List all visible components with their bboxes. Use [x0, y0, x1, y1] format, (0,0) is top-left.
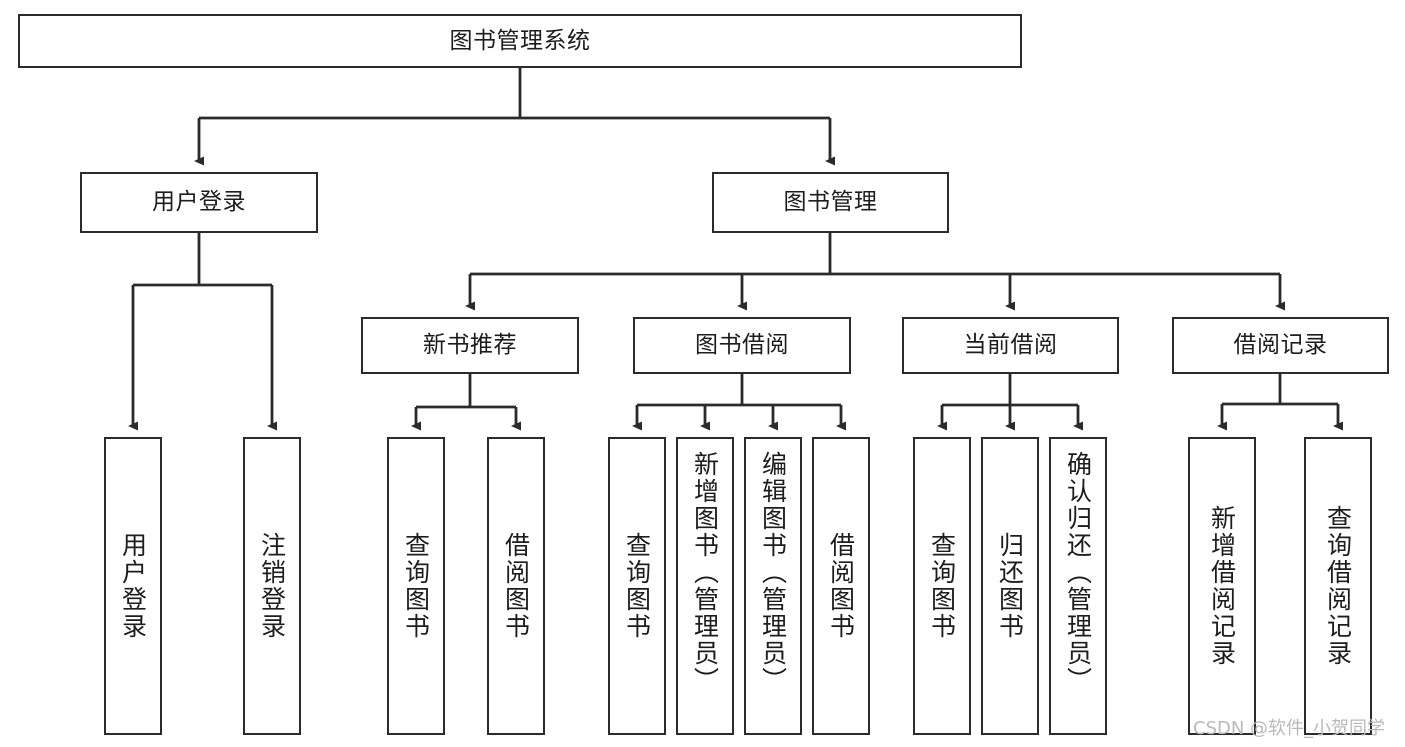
node-current-borrow[interactable]: 当前借阅 — [902, 317, 1119, 374]
node-leaf-borrow-book[interactable]: 借阅图书 — [812, 437, 870, 735]
node-leaf-query-book-current-label: 查询图书 — [927, 532, 957, 640]
node-root[interactable]: 图书管理系统 — [18, 14, 1022, 68]
csdn-watermark: CSDN @软件_小贺同学 — [1193, 718, 1386, 739]
node-book-borrow-label: 图书借阅 — [695, 332, 789, 359]
node-leaf-return-book[interactable]: 归还图书 — [981, 437, 1039, 735]
node-new-book-recommend[interactable]: 新书推荐 — [361, 317, 579, 374]
node-leaf-confirm-return-admin[interactable]: 确认归还（管理员） — [1049, 437, 1107, 735]
node-leaf-logout-label: 注销登录 — [257, 532, 287, 640]
node-leaf-query-borrow-record-label: 查询借阅记录 — [1323, 505, 1353, 667]
node-leaf-edit-book-admin-label: 编辑图书（管理员） — [758, 451, 788, 694]
node-leaf-query-borrow-record[interactable]: 查询借阅记录 — [1304, 437, 1372, 735]
node-leaf-add-borrow-record-label: 新增借阅记录 — [1207, 505, 1237, 667]
node-leaf-user-login-label: 用户登录 — [118, 532, 148, 640]
node-current-borrow-label: 当前借阅 — [963, 332, 1058, 359]
node-leaf-add-book-admin-label: 新增图书（管理员） — [690, 451, 720, 694]
node-leaf-borrow-book-recommend[interactable]: 借阅图书 — [487, 437, 545, 735]
node-leaf-borrow-book-recommend-label: 借阅图书 — [501, 532, 531, 640]
node-leaf-return-book-label: 归还图书 — [995, 532, 1025, 640]
node-user-login[interactable]: 用户登录 — [80, 172, 318, 233]
node-user-login-label: 用户登录 — [152, 189, 246, 216]
node-book-management-label: 图书管理 — [783, 189, 878, 216]
node-leaf-query-book-borrow-label: 查询图书 — [622, 532, 652, 640]
node-leaf-borrow-book-label: 借阅图书 — [826, 532, 856, 640]
node-root-label: 图书管理系统 — [449, 27, 591, 54]
node-leaf-query-book-current[interactable]: 查询图书 — [913, 437, 971, 735]
node-new-book-recommend-label: 新书推荐 — [423, 332, 517, 359]
node-leaf-user-login[interactable]: 用户登录 — [104, 437, 162, 735]
node-borrow-record-label: 借阅记录 — [1233, 332, 1328, 359]
node-borrow-record[interactable]: 借阅记录 — [1172, 317, 1389, 374]
node-leaf-edit-book-admin[interactable]: 编辑图书（管理员） — [744, 437, 802, 735]
node-book-borrow[interactable]: 图书借阅 — [633, 317, 851, 374]
node-leaf-confirm-return-admin-label: 确认归还（管理员） — [1063, 451, 1093, 694]
node-leaf-add-book-admin[interactable]: 新增图书（管理员） — [676, 437, 734, 735]
node-book-management[interactable]: 图书管理 — [712, 172, 949, 233]
node-leaf-query-book-recommend-label: 查询图书 — [401, 532, 431, 640]
node-leaf-logout[interactable]: 注销登录 — [243, 437, 301, 735]
node-leaf-add-borrow-record[interactable]: 新增借阅记录 — [1188, 437, 1256, 735]
node-leaf-query-book-borrow[interactable]: 查询图书 — [608, 437, 666, 735]
node-leaf-query-book-recommend[interactable]: 查询图书 — [387, 437, 445, 735]
